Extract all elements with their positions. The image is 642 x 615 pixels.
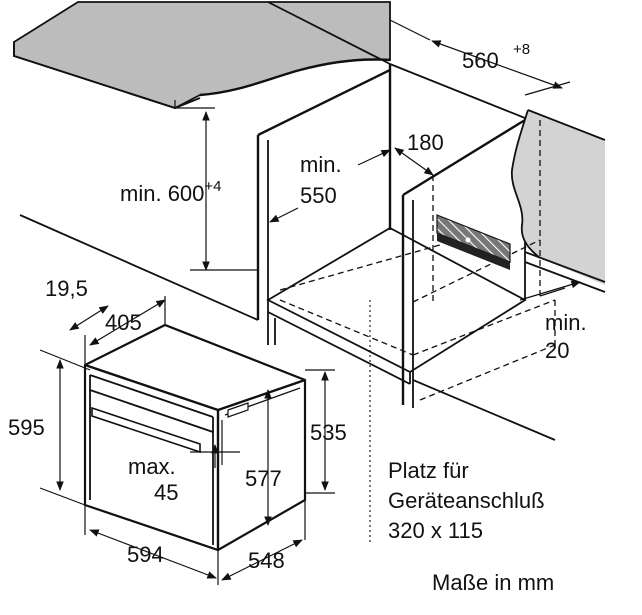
dim-min-depth-line2: 550 [300, 183, 337, 208]
dim-oven-body-depth: 577 [245, 466, 282, 491]
connection-note-line2: Geräteanschluß [388, 488, 545, 513]
dim-oven-width: 594 [127, 542, 164, 567]
dim-oven-inner-height: 535 [310, 420, 347, 445]
dim-min-height-prefix: min. [120, 181, 168, 206]
niche-cabinet [19, 1, 556, 441]
connection-box [436, 214, 511, 270]
side-wall [511, 109, 606, 293]
dim-handle-max-line2: 45 [154, 480, 178, 505]
dim-handle-width: 405 [105, 310, 142, 335]
units-note: Maße in mm [432, 570, 554, 595]
connection-note-line1: Platz für [388, 458, 469, 483]
dim-handle-max-line1: max. [128, 454, 176, 479]
dim-min-height: min. 600+4 [120, 178, 222, 206]
dim-min-height-tolerance: +4 [204, 178, 221, 195]
dim-vent-gap: 180 [407, 130, 444, 155]
dim-oven-depth: 548 [248, 548, 285, 573]
dim-oven-height: 595 [8, 415, 45, 440]
dim-width-niche-tolerance: +8 [513, 41, 530, 58]
countertop [13, 1, 391, 109]
dim-handle-offset: 19,5 [45, 276, 88, 301]
connection-note-line3: 320 x 115 [388, 518, 483, 543]
dimension-lines [39, 19, 581, 585]
dim-min-depth-line1: min. [300, 152, 342, 177]
dim-min-bottom-line2: 20 [545, 338, 569, 363]
oven [83, 323, 307, 552]
dim-min-bottom-line1: min. [545, 310, 587, 335]
dim-width-niche: 560 [462, 48, 499, 73]
hidden-oven-outline [279, 120, 556, 545]
dim-min-height-value: 600 [168, 181, 205, 206]
